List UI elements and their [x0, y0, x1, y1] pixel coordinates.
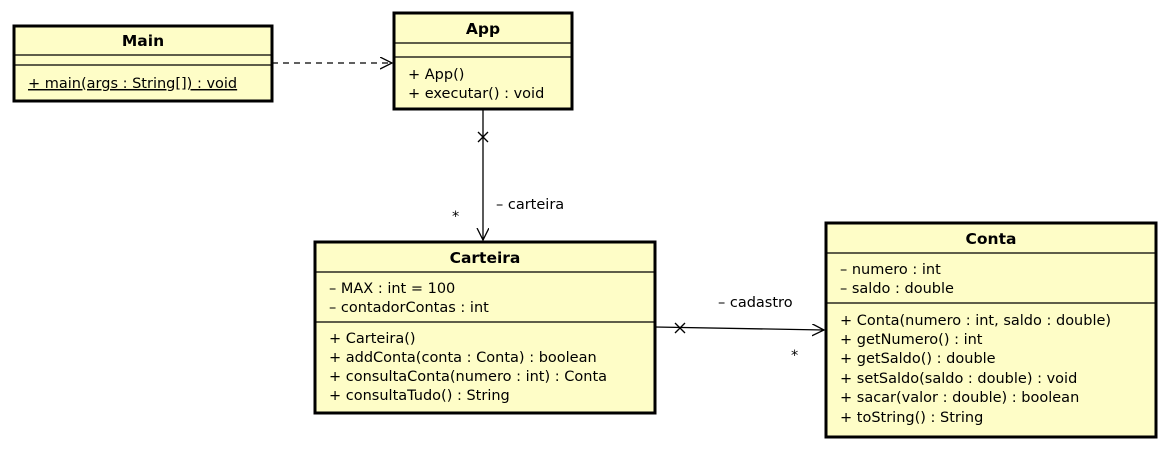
- non-navigable-cross-icon: [674, 322, 686, 334]
- class-carteira-operation: + addConta(conta : Conta) : boolean: [329, 350, 597, 366]
- association-role-label: – carteira: [496, 197, 564, 213]
- class-conta[interactable]: Conta – numero : int – saldo : double + …: [824, 221, 1158, 439]
- class-conta-operation: + toString() : String: [840, 410, 983, 426]
- class-app-operation: + App(): [408, 67, 464, 83]
- class-conta-operation: + Conta(numero : int, saldo : double): [840, 313, 1111, 329]
- class-conta-attribute: – saldo : double: [840, 281, 954, 297]
- class-main-name: Main: [122, 32, 164, 50]
- class-conta-operation: + setSaldo(saldo : double) : void: [840, 371, 1077, 387]
- class-carteira-name: Carteira: [450, 249, 521, 267]
- class-conta-operation: + getSaldo() : double: [840, 351, 996, 367]
- class-app[interactable]: App + App() + executar() : void: [392, 11, 574, 111]
- class-carteira-operation: + consultaTudo() : String: [329, 388, 510, 404]
- class-carteira-attribute: – MAX : int = 100: [329, 281, 455, 297]
- association-role-label: – cadastro: [718, 295, 793, 311]
- association-app-carteira[interactable]: – carteira *: [452, 109, 564, 240]
- class-app-operation: + executar() : void: [408, 86, 544, 102]
- association-carteira-conta[interactable]: – cadastro *: [654, 295, 824, 364]
- class-conta-operation: + getNumero() : int: [840, 332, 983, 348]
- class-carteira-operation: + Carteira(): [329, 331, 416, 347]
- class-main[interactable]: Main + main(args : String[]) : void: [12, 24, 274, 103]
- non-navigable-cross-icon: [477, 131, 489, 143]
- class-conta-name: Conta: [966, 230, 1017, 248]
- class-carteira-operation: + consultaConta(numero : int) : Conta: [329, 369, 607, 385]
- association-multiplicity: *: [452, 209, 459, 225]
- class-carteira[interactable]: Carteira – MAX : int = 100 – contadorCon…: [313, 240, 657, 415]
- class-main-operation: + main(args : String[]) : void: [28, 76, 237, 92]
- class-conta-operation: + sacar(valor : double) : boolean: [840, 390, 1079, 406]
- class-app-name: App: [466, 20, 500, 38]
- association-multiplicity: *: [791, 348, 798, 364]
- class-conta-attribute: – numero : int: [840, 262, 941, 278]
- class-carteira-attribute: – contadorContas : int: [329, 300, 489, 316]
